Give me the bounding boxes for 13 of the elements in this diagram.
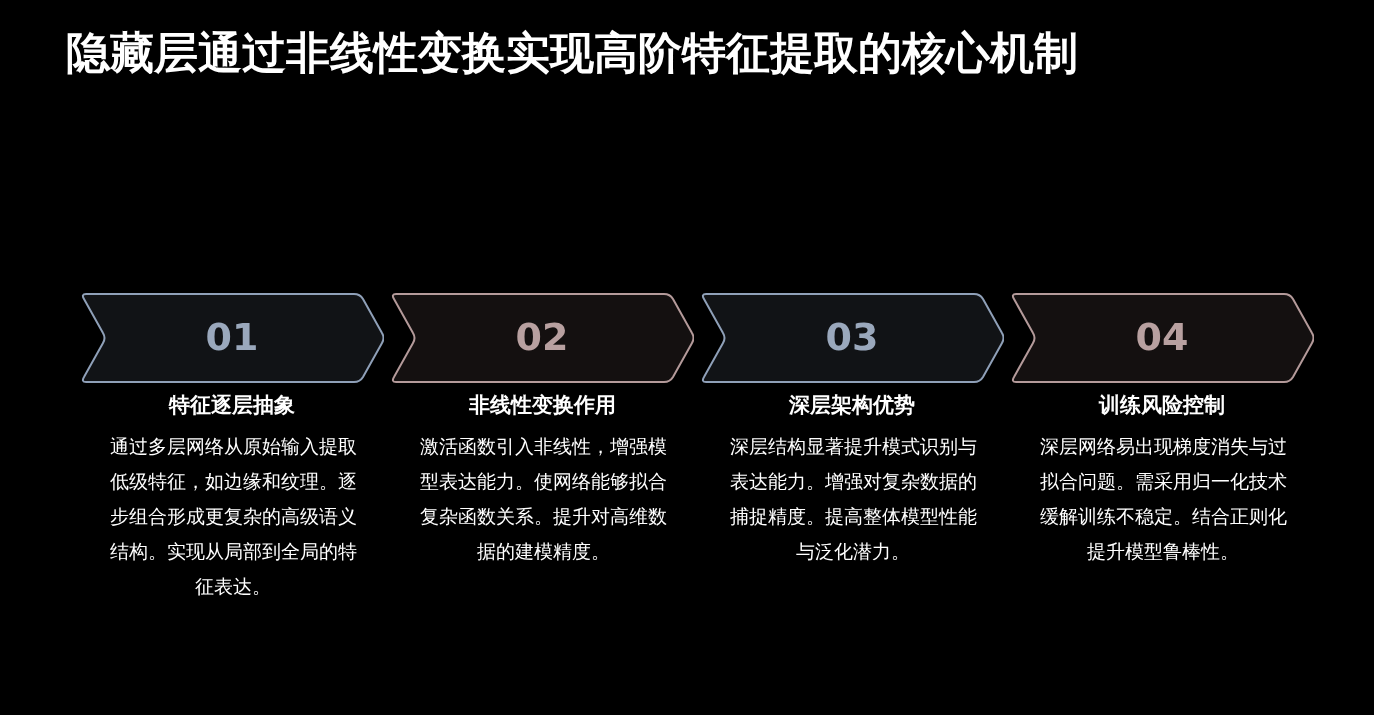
step-heading: 训练风险控制 — [1099, 392, 1225, 419]
step-description: 通过多层网络从原始输入提取低级特征，如边缘和纹理。逐步组合形成更复杂的高级语义结构。实现从局部到全局的特征表达。 — [108, 434, 358, 599]
step-number: 04 — [1135, 315, 1189, 359]
step-heading: 非线性变换作用 — [468, 392, 616, 419]
step-number: 01 — [205, 315, 259, 359]
step-heading: 特征逐层抽象 — [169, 392, 295, 419]
step-description: 激活函数引入非线性，增强模型表达能力。使网络能够拟合复杂函数关系。提升对高维数据的建模精度。 — [418, 434, 668, 564]
step-heading: 深层架构优势 — [789, 392, 915, 419]
step-description: 深层网络易出现梯度消失与过拟合问题。需采用归一化技术缓解训练不稳定。结合正则化提升模型鲁棒性。 — [1038, 434, 1288, 564]
step-number: 02 — [515, 315, 569, 359]
page-title: 隐藏层通过非线性变换实现高阶特征提取的核心机制 — [66, 26, 1078, 80]
step-description: 深层结构显著提升模式识别与表达能力。增强对复杂数据的捕捉精度。提高整体模型性能与泛化潜力。 — [728, 434, 978, 564]
step-number: 03 — [825, 315, 879, 359]
